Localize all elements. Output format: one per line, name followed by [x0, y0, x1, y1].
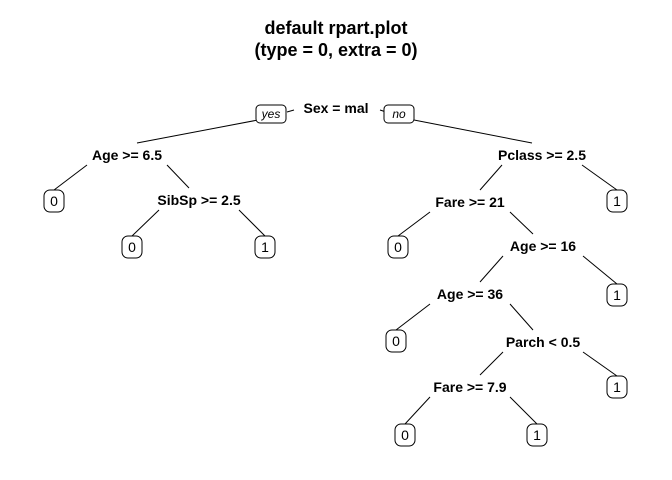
yes-connector: [286, 109, 295, 113]
split-label: Sex = mal: [304, 100, 369, 116]
leaf-box: [43, 189, 65, 213]
leaf-label: 1: [613, 193, 621, 209]
tree-edge: [581, 164, 618, 191]
split-label: Parch < 0.5: [506, 334, 581, 350]
leaf-label: 0: [392, 333, 400, 349]
tree-edge: [582, 351, 618, 377]
leaf-node: 1: [606, 189, 628, 213]
leaf-label: 1: [261, 239, 269, 255]
leaf-label: 1: [533, 427, 541, 443]
leaf-node: 0: [385, 329, 407, 353]
leaf-label: 0: [401, 427, 409, 443]
tree-edge: [131, 209, 160, 237]
leaf-box: [606, 283, 628, 307]
leaf-box: [606, 189, 628, 213]
split-label: Pclass >= 2.5: [498, 147, 586, 163]
tree-edge: [413, 119, 533, 144]
tree-edge: [397, 211, 431, 237]
plot-subtitle: (type = 0, extra = 0): [254, 40, 418, 60]
tree-edge: [509, 396, 538, 425]
leaf-label: 1: [613, 287, 621, 303]
leaf-box: [526, 423, 548, 447]
tree-edge: [136, 119, 259, 144]
plot-title: default rpart.plot: [264, 18, 408, 38]
leaf-box: [387, 235, 409, 259]
tree-edge: [509, 211, 534, 235]
leaf-node: 1: [526, 423, 548, 447]
leaf-node: 0: [43, 189, 65, 213]
leaf-box: [121, 235, 143, 259]
tree-edge: [479, 255, 504, 283]
tree-edge: [479, 164, 503, 191]
split-label: Age >= 16: [510, 238, 576, 254]
yes-label: yes: [255, 104, 287, 124]
leaf-label: 1: [613, 379, 621, 395]
tree-edge: [404, 396, 431, 425]
tree-edge: [582, 255, 618, 285]
leaf-node: 0: [387, 235, 409, 259]
tree-edge: [395, 303, 431, 331]
split-label: Fare >= 7.9: [433, 379, 506, 395]
split-label: SibSp >= 2.5: [157, 192, 240, 208]
tree-edge: [166, 164, 190, 189]
split-label: Age >= 6.5: [92, 147, 162, 163]
leaf-label: 0: [394, 239, 402, 255]
leaf-node: 0: [121, 235, 143, 259]
leaf-node: 1: [606, 375, 628, 399]
split-label: Age >= 36: [437, 286, 503, 302]
leaf-box: [254, 235, 276, 259]
svg-text:yes: yes: [261, 107, 281, 121]
svg-text:no: no: [392, 107, 406, 121]
tree-edge: [509, 303, 534, 331]
tree-edge: [238, 209, 266, 237]
leaf-label: 0: [50, 193, 58, 209]
leaf-node: 1: [606, 283, 628, 307]
leaf-label: 0: [128, 239, 136, 255]
tree-edge: [479, 351, 504, 376]
split-label: Fare >= 21: [435, 194, 504, 210]
leaf-box: [385, 329, 407, 353]
no-label: no: [383, 104, 415, 124]
leaf-box: [394, 423, 416, 447]
leaf-node: 0: [394, 423, 416, 447]
leaf-node: 1: [254, 235, 276, 259]
leaf-box: [606, 375, 628, 399]
tree-edge: [53, 164, 88, 191]
